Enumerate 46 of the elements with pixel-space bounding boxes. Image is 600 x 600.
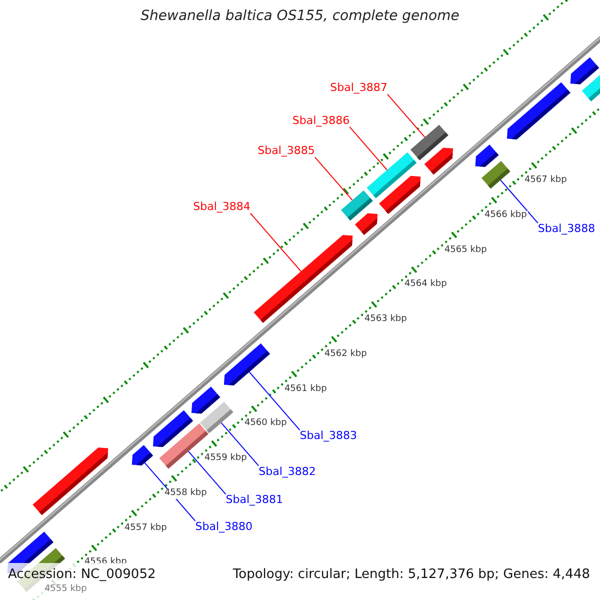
gene-bar <box>224 343 270 386</box>
gene-label: Sbal_3888 <box>538 223 596 236</box>
leader-line <box>386 94 426 138</box>
gene-block <box>200 402 234 434</box>
gene-label: Sbal_3884 <box>193 201 250 214</box>
gene-bar <box>506 82 570 140</box>
tick-label: 4564 kbp <box>403 280 448 290</box>
gene-bar <box>191 386 220 414</box>
tick-label: 4566 kbp <box>483 210 528 221</box>
gene-bar <box>32 448 108 516</box>
gene-bar <box>475 144 499 167</box>
tick-label: 4567 kbp <box>523 176 568 186</box>
leader-line <box>314 156 353 201</box>
tick-label: 4555 kbp <box>43 585 88 595</box>
leader-line <box>220 422 260 466</box>
gene-label: Sbal_3886 <box>292 114 350 127</box>
footer-text: Topology: circular; Length: 5,127,376 bp; Genes: 4,448 <box>232 568 590 582</box>
tick-label: 4557 kbp <box>123 524 168 534</box>
gene-bar <box>379 176 421 214</box>
leader-line <box>500 180 538 224</box>
gene-label: Sbal_3880 <box>195 520 252 533</box>
tick-label: 4561 kbp <box>283 384 328 394</box>
gene-label: Sbal_3887 <box>330 82 388 94</box>
gene-bar <box>132 445 154 466</box>
tick-label: 4559 kbp <box>203 454 248 464</box>
gene-bar <box>254 234 353 323</box>
gene-label: Sbal_3881 <box>226 494 284 506</box>
title: Shewanella baltica OS155, complete genome <box>140 8 460 24</box>
gene-label: Sbal_3882 <box>258 466 316 478</box>
leader-line <box>248 371 300 431</box>
tick-label: 4558 kbp <box>163 488 208 499</box>
gene-block <box>582 74 600 102</box>
footer-text: Accession: NC_009052 <box>8 568 156 582</box>
tick-label: 4562 kbp <box>323 350 368 360</box>
tick-label: 4565 kbp <box>443 246 488 256</box>
gene-bar <box>424 148 454 175</box>
leader-line <box>349 126 388 170</box>
tick-label: 4560 kbp <box>243 419 288 430</box>
leader-line <box>250 212 302 272</box>
gene-block <box>481 160 510 189</box>
gene-bar <box>354 213 378 236</box>
tick-label: 4563 kbp <box>363 315 408 325</box>
gene-bar <box>570 57 600 84</box>
leader-line <box>188 450 226 495</box>
gene-label: Sbal_3885 <box>258 145 315 158</box>
gene-label: Sbal_3883 <box>300 430 358 442</box>
